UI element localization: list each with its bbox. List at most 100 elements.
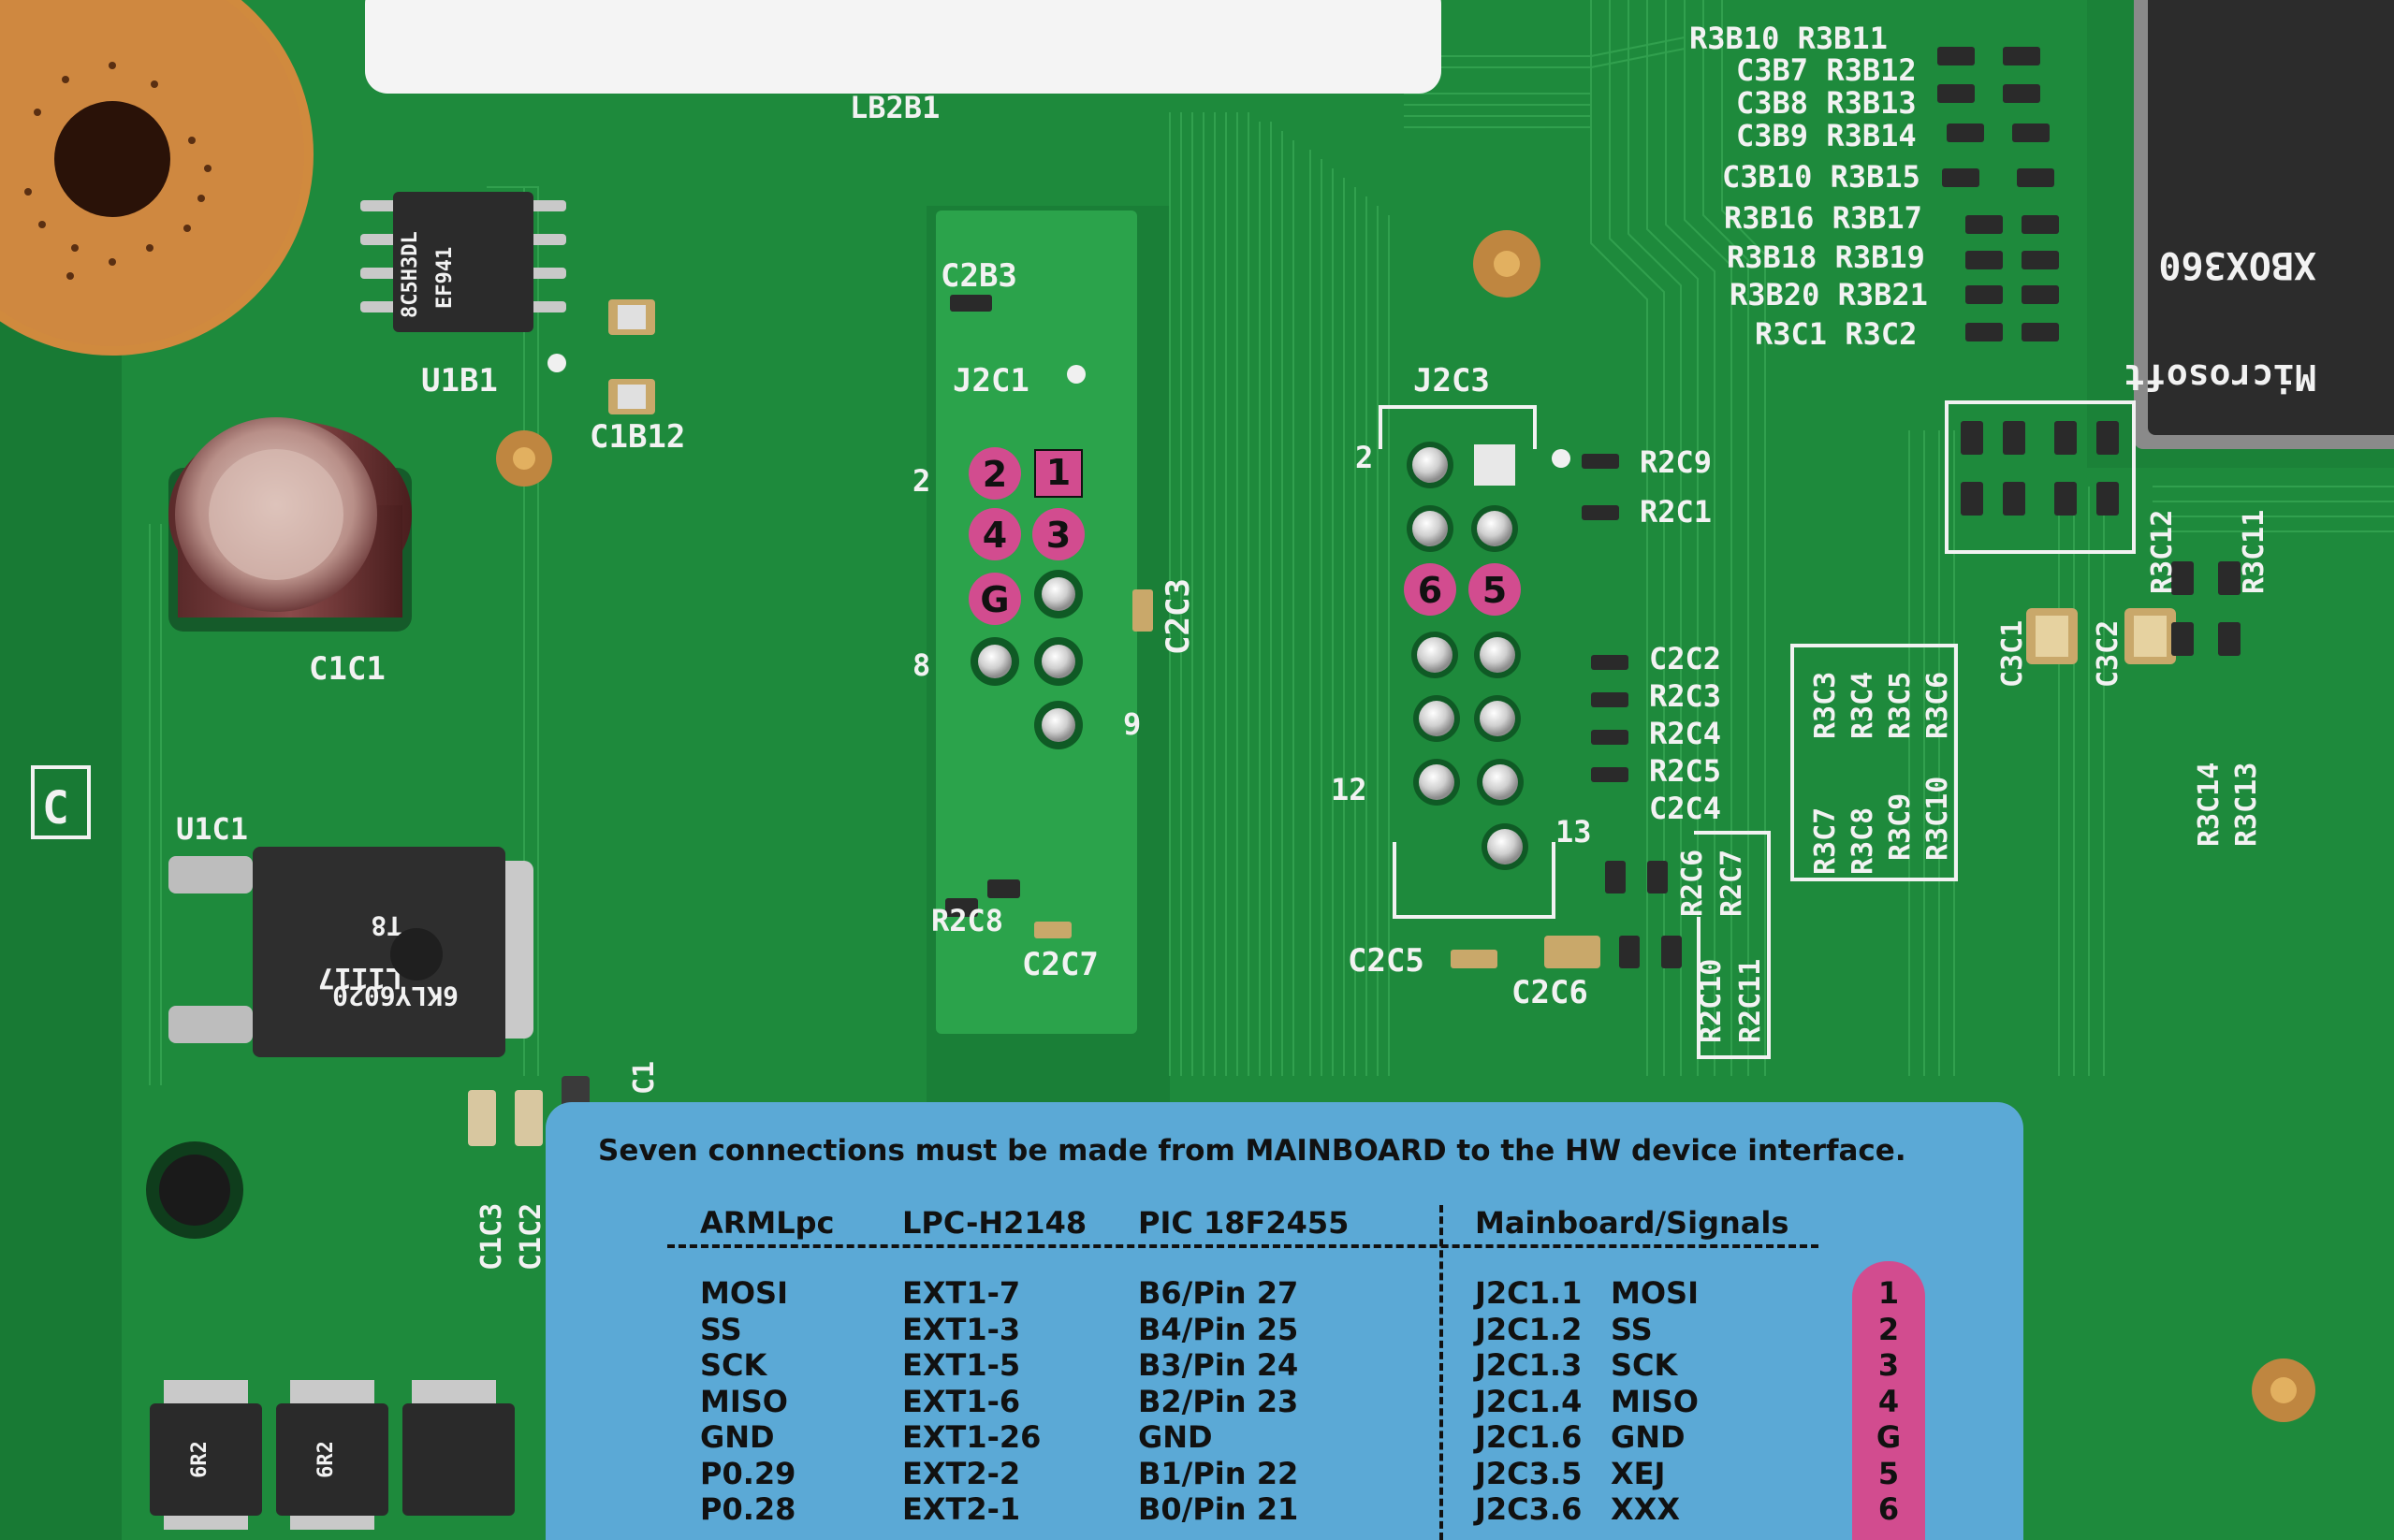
silk-r2c3: R2C3 bbox=[1649, 678, 1721, 714]
silk-r3c11: R3C11 bbox=[2238, 510, 2270, 594]
microsoft-chip-text: Microsoft bbox=[2124, 356, 2316, 398]
cell-pic: GND bbox=[1138, 1419, 1213, 1455]
silk-r3c8: R3C8 bbox=[1847, 807, 1879, 875]
cell-pic: B3/Pin 24 bbox=[1138, 1347, 1299, 1383]
cell-marker-label: G bbox=[1876, 1419, 1902, 1455]
marker-label-column bbox=[1852, 1261, 1925, 1540]
marker-6-label: 6 bbox=[1418, 570, 1442, 611]
cell-pic: B1/Pin 22 bbox=[1138, 1455, 1299, 1491]
cell-marker-label: 6 bbox=[1877, 1491, 1900, 1527]
u1b1-chip-marking-1: 8C5H3DL bbox=[399, 231, 422, 318]
cell-lpc-h2148: EXT1-7 bbox=[902, 1275, 1021, 1311]
silk-c2c3: C2C3 bbox=[1160, 578, 1197, 655]
cell-pic: B4/Pin 25 bbox=[1138, 1311, 1299, 1347]
silk-r2c4: R2C4 bbox=[1649, 716, 1721, 751]
cell-marker-label: 1 bbox=[1877, 1275, 1900, 1311]
column-divider-line bbox=[1439, 1205, 1443, 1540]
silk-r3c9: R3C9 bbox=[1884, 793, 1917, 861]
cell-armlpc: P0.29 bbox=[700, 1455, 796, 1491]
silk-r2c9: R2C9 bbox=[1640, 444, 1712, 480]
cell-armlpc: MISO bbox=[700, 1383, 788, 1419]
silk-r3b-row: R3B16 R3B17 bbox=[1724, 200, 1922, 236]
silk-r3b-row: C3B10 R3B15 bbox=[1722, 159, 1920, 195]
cell-pic: B6/Pin 27 bbox=[1138, 1275, 1299, 1311]
silk-r3c7: R3C7 bbox=[1809, 807, 1842, 875]
marker-4-pad bbox=[969, 508, 1021, 560]
silk-r3c10: R3C10 bbox=[1921, 777, 1954, 861]
silk-r2c10: R2C10 bbox=[1695, 959, 1728, 1043]
cell-signal: MOSI bbox=[1611, 1275, 1699, 1311]
cell-marker-label: 5 bbox=[1877, 1455, 1900, 1491]
cell-connector: J2C1.3 bbox=[1475, 1347, 1583, 1383]
silk-lb2b1: LB2B1 bbox=[850, 90, 940, 125]
col-header-armlpc: ARMLpc bbox=[700, 1205, 835, 1241]
marker-4-label: 4 bbox=[983, 515, 1007, 556]
silk-c1c2: C1C2 bbox=[515, 1203, 547, 1271]
silk-c2c7: C2C7 bbox=[1022, 946, 1099, 983]
marker-g-pad bbox=[969, 573, 1021, 625]
silk-r3b-row: C3B9 R3B14 bbox=[1736, 118, 1917, 153]
silk-r3c12: R3C12 bbox=[2146, 510, 2179, 594]
u1b1-chip-marking-2: EF941 bbox=[433, 247, 457, 309]
marker-g-label: G bbox=[980, 579, 1009, 620]
silk-r3c13: R3C13 bbox=[2230, 763, 2263, 847]
silk-j2c3: J2C3 bbox=[1413, 362, 1490, 400]
cell-marker-label: 3 bbox=[1877, 1347, 1900, 1383]
silk-r3c4: R3C4 bbox=[1847, 672, 1879, 739]
silk-r3c3: R3C3 bbox=[1809, 672, 1842, 739]
silk-r3b-row: R3B10 R3B11 bbox=[1689, 21, 1888, 56]
silk-c2c4: C2C4 bbox=[1649, 791, 1721, 826]
cell-connector: J2C1.4 bbox=[1475, 1383, 1583, 1419]
j2c3-pin-2-label: 2 bbox=[1355, 440, 1373, 475]
silk-j2c1: J2C1 bbox=[953, 362, 1029, 400]
cell-marker-label: 4 bbox=[1877, 1383, 1900, 1419]
silk-r2c7: R2C7 bbox=[1715, 850, 1748, 917]
cell-armlpc: GND bbox=[700, 1419, 775, 1455]
silk-c3c1: C3C1 bbox=[1996, 620, 2029, 688]
marker-2-label: 2 bbox=[983, 454, 1007, 495]
silk-r2c6: R2C6 bbox=[1676, 850, 1709, 917]
silk-r3b-row: R3B20 R3B21 bbox=[1730, 277, 1928, 312]
j2c1-header-pads bbox=[971, 365, 1086, 749]
silk-r2c1: R2C1 bbox=[1640, 494, 1712, 530]
cell-lpc-h2148: EXT2-2 bbox=[902, 1455, 1021, 1491]
cell-connector: J2C1.6 bbox=[1475, 1419, 1583, 1455]
silk-r2c5: R2C5 bbox=[1649, 753, 1721, 789]
col-header-mainboard-signals: Mainboard/Signals bbox=[1475, 1205, 1789, 1241]
silk-c1c3: C1C3 bbox=[475, 1203, 508, 1271]
u1c1-chip-marking-1: 6KLY6020 bbox=[332, 981, 459, 1011]
j2c3-pin-12-label: 12 bbox=[1331, 772, 1367, 807]
cell-signal: GND bbox=[1611, 1419, 1686, 1455]
marker-5-pad bbox=[1468, 563, 1521, 616]
cell-marker-label: 2 bbox=[1877, 1311, 1900, 1347]
cell-connector: J2C3.5 bbox=[1475, 1455, 1583, 1491]
silk-c1: C1 bbox=[628, 1061, 661, 1095]
cell-pic: B2/Pin 23 bbox=[1138, 1383, 1299, 1419]
silk-r2c8: R2C8 bbox=[931, 903, 1003, 938]
silk-c2c2: C2C2 bbox=[1649, 641, 1721, 676]
connection-info-panel: Seven connections must be made from MAIN… bbox=[546, 1102, 2023, 1540]
j2c1-pin-2-label: 2 bbox=[912, 463, 930, 499]
marker-1-label: 1 bbox=[1046, 452, 1071, 493]
silk-r2c11: R2C11 bbox=[1734, 959, 1767, 1043]
j2c3-pin-13-label: 13 bbox=[1555, 814, 1592, 850]
j2c1-pin-9-label: 9 bbox=[1123, 706, 1141, 742]
inductor-1-value: 6R2 bbox=[188, 1441, 212, 1478]
cell-pic: B0/Pin 21 bbox=[1138, 1491, 1299, 1527]
col-header-pic: PIC 18F2455 bbox=[1138, 1205, 1350, 1241]
cell-signal: MISO bbox=[1611, 1383, 1699, 1419]
silk-box-c: C bbox=[42, 782, 69, 835]
marker-1-pad bbox=[1034, 449, 1083, 498]
marker-6-pad bbox=[1404, 563, 1456, 616]
header-divider-line bbox=[667, 1244, 1818, 1248]
silk-c1c1: C1C1 bbox=[309, 650, 386, 688]
silk-c3c2: C3C2 bbox=[2092, 620, 2124, 688]
silk-c2b3: C2B3 bbox=[941, 257, 1017, 295]
cell-signal: SCK bbox=[1611, 1347, 1678, 1383]
cell-lpc-h2148: EXT1-6 bbox=[902, 1383, 1021, 1419]
silk-r3c5: R3C5 bbox=[1884, 672, 1917, 739]
u1c1-chip-marking-3: L1117 bbox=[318, 961, 402, 994]
cell-armlpc: MOSI bbox=[700, 1275, 788, 1311]
cell-signal: SS bbox=[1611, 1311, 1653, 1347]
